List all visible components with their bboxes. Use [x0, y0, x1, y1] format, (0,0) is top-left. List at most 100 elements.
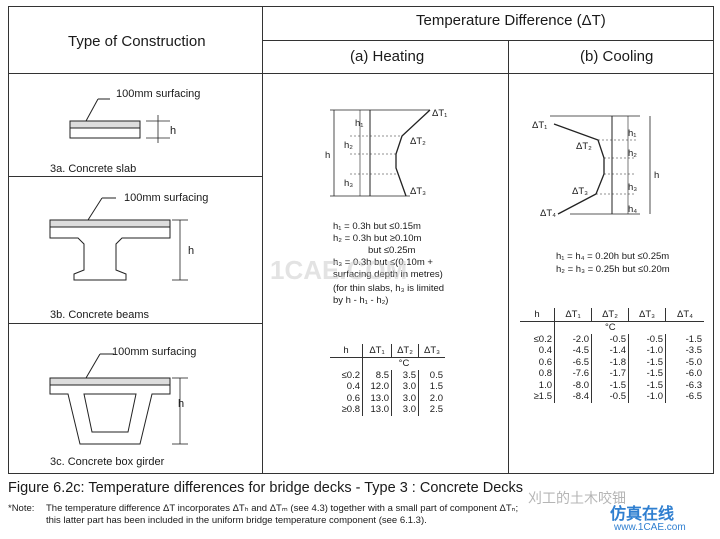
cell: -1.5 — [628, 368, 666, 380]
header-line-1 — [262, 40, 714, 41]
cooling-header: (b) Cooling — [580, 48, 654, 65]
wechat-watermark: 仿真在线 — [610, 506, 675, 523]
col-divider-1 — [262, 6, 263, 474]
cell: 0.4 — [330, 381, 363, 393]
cooling-th-t2: ΔT₂ — [591, 308, 629, 322]
cooling-profile-diagram — [550, 115, 651, 215]
center-watermark: 1CAE.COM — [270, 255, 408, 285]
cooling-h1: h₁ — [628, 128, 637, 139]
heating-h1: h₁ — [355, 118, 364, 129]
slab-h-label: h — [170, 125, 177, 137]
concrete-beams-diagram — [49, 197, 188, 281]
heating-th-t2: ΔT₂ — [391, 344, 419, 358]
note-line-2: this latter part has been included in th… — [46, 515, 427, 526]
cell: -6.5 — [554, 356, 592, 368]
cell: -1.4 — [591, 345, 629, 357]
cooling-dt4: ΔT₄ — [540, 208, 557, 219]
cell: -8.4 — [554, 391, 592, 403]
box-surfacing-label: 100mm surfacing — [112, 346, 197, 358]
cell: -3.5 — [685, 345, 702, 357]
heating-note-6: (for thin slabs, h₃ is limited — [333, 283, 445, 294]
table-row: 0.8 -7.6 -1.7 -1.5 -6.0 — [520, 368, 704, 380]
heating-table: h ΔT₁ ΔT₂ ΔT₃ °C ≤0.2 8.5 3.5 0.5 0.4 12… — [330, 344, 445, 416]
heating-note-4: h₃ = 0.3h but ≤(0.10m + — [333, 257, 433, 268]
row-line-1 — [8, 176, 262, 177]
cell: 8.5 — [362, 369, 392, 381]
cell: -1.5 — [628, 356, 666, 368]
header-line-2 — [8, 73, 714, 74]
cell: ≤0.2 — [330, 369, 363, 381]
col-divider-2 — [508, 40, 509, 474]
cell: -6.5 — [685, 391, 702, 403]
cooling-dt1: ΔT₁ — [532, 120, 548, 131]
site-watermark: www.1CAE.com — [614, 522, 686, 533]
table-row: ≤0.2 -2.0 -0.5 -0.5 -1.5 — [520, 333, 704, 345]
cooling-h4: h₄ — [628, 204, 638, 215]
heating-dt3: ΔT₃ — [410, 186, 427, 197]
table-row: ≥0.8 13.0 3.0 2.5 — [330, 404, 445, 416]
cell: 2.5 — [429, 404, 443, 416]
cell: 0.4 — [520, 345, 555, 357]
cooling-th-t1: ΔT₁ — [554, 308, 592, 322]
heating-th-t1: ΔT₁ — [362, 344, 392, 358]
cell: 13.0 — [362, 404, 392, 416]
beams-h-label: h — [188, 245, 195, 257]
table-row: 0.4 12.0 3.0 1.5 — [330, 381, 445, 393]
cell: -7.6 — [554, 368, 592, 380]
cell: 0.6 — [330, 392, 363, 404]
heating-dt2: ΔT₂ — [410, 136, 426, 147]
cell: 12.0 — [362, 381, 392, 393]
cell: ≥1.5 — [520, 391, 555, 403]
box-h-label: h — [178, 398, 185, 410]
table-row: 0.4 -4.5 -1.4 -1.0 -3.5 — [520, 345, 704, 357]
cooling-h3: h₃ — [628, 182, 638, 193]
cooling-th-h: h — [520, 308, 555, 322]
table-row: ≥1.5 -8.4 -0.5 -1.0 -6.5 — [520, 391, 704, 403]
cell: 3.0 — [391, 392, 419, 404]
cell: 3.5 — [391, 369, 419, 381]
cell: 0.6 — [520, 356, 555, 368]
cell: -0.5 — [628, 333, 666, 345]
cell: 3.0 — [391, 381, 419, 393]
cell: -1.8 — [591, 356, 629, 368]
note-label: *Note: — [8, 503, 35, 514]
concrete-slab-diagram — [69, 98, 170, 143]
cooling-table: h ΔT₁ ΔT₂ ΔT₃ ΔT₄ °C ≤0.2 -2.0 -0.5 -0.5… — [520, 308, 704, 403]
cooling-th-t3: ΔT₃ — [628, 308, 666, 322]
heating-h3: h₃ — [344, 178, 354, 189]
beams-label: 3b. Concrete beams — [50, 309, 150, 321]
heating-h: h — [325, 150, 331, 161]
cell: -2.0 — [554, 333, 592, 345]
slab-surfacing-label: 100mm surfacing — [116, 88, 201, 100]
figure-frame — [8, 6, 714, 474]
temperature-difference-header: Temperature Difference (ΔT) — [416, 12, 606, 29]
table-row: 1.0 -8.0 -1.5 -1.5 -6.3 — [520, 379, 704, 391]
table-row: 0.6 13.0 3.0 2.0 — [330, 392, 445, 404]
cell: -1.0 — [628, 345, 666, 357]
box-label: 3c. Concrete box girder — [50, 456, 165, 468]
heating-header: (a) Heating — [350, 48, 425, 65]
cell: -4.5 — [554, 345, 592, 357]
heating-note-1: h₁ = 0.3h but ≤0.15m — [333, 221, 421, 232]
heating-note-5: surfacing depth in metres) — [333, 269, 443, 280]
table-row: ≤0.2 8.5 3.5 0.5 — [330, 369, 445, 381]
slab-label: 3a. Concrete slab — [50, 163, 137, 175]
cell: -1.5 — [628, 379, 666, 391]
heating-profile-diagram — [330, 109, 431, 197]
cooling-unit: °C — [605, 322, 616, 334]
cooling-th-t4: ΔT₄ — [665, 308, 704, 322]
cell: -1.0 — [628, 391, 666, 403]
cell: 0.8 — [520, 368, 555, 380]
type-of-construction-header: Type of Construction — [68, 33, 206, 50]
heating-h2: h₂ — [344, 140, 353, 151]
cell: -5.0 — [685, 356, 702, 368]
cell: 0.5 — [429, 369, 443, 381]
cooling-dt2: ΔT₂ — [576, 141, 592, 152]
channel-watermark: 刈工的土木咬钿 — [528, 490, 626, 506]
heating-note-7: by h - h₁ - h₂) — [333, 295, 389, 306]
cell: -0.5 — [591, 333, 629, 345]
figure-note: *Note: The temperature difference ΔT inc… — [8, 503, 518, 527]
figure-caption: Figure 6.2c: Temperature differences for… — [8, 480, 524, 496]
cell: 1.0 — [520, 379, 555, 391]
cooling-h2: h₂ — [628, 148, 637, 159]
